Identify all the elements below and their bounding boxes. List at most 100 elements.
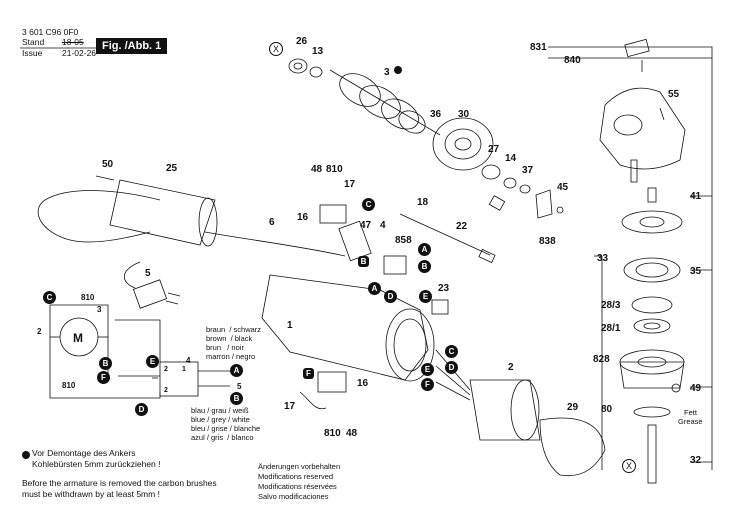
- part-48-top: 48: [311, 164, 323, 175]
- part-18: 18: [417, 197, 429, 208]
- part-810-top: 810: [326, 164, 343, 175]
- callout-d-bottom: D: [445, 361, 458, 374]
- part-16-top: 16: [297, 212, 309, 223]
- document-number: 3 601 C96 0F0: [22, 27, 79, 37]
- part-831: 831: [530, 42, 547, 53]
- wiring-4: 4: [186, 356, 191, 365]
- terminal-2-bottom: 2: [164, 387, 168, 394]
- wiring-810-bottom: 810: [62, 381, 76, 390]
- modifications-fr: Modifications réservées: [258, 482, 337, 491]
- callout-f-bottom: F: [421, 378, 434, 391]
- callout-b-wiring-right: B: [230, 392, 243, 405]
- part-36: 36: [430, 109, 442, 120]
- callout-d-mid: D: [384, 290, 397, 303]
- callout-x-top: X: [269, 42, 283, 56]
- callout-b-wiring: B: [99, 357, 112, 370]
- part-858: 858: [395, 235, 412, 246]
- motor-label: M: [73, 331, 83, 345]
- part-17-top: 17: [344, 179, 356, 190]
- grease-label-de: Fett: [684, 408, 697, 417]
- part-33: 33: [597, 253, 609, 264]
- wire-legend-blue-en: blue / grey / white: [191, 415, 250, 424]
- issue-value: 21-02-26: [62, 48, 97, 58]
- callout-x-bottom: X: [622, 459, 636, 473]
- part-55: 55: [668, 89, 680, 100]
- part-25: 25: [166, 163, 178, 174]
- part-14: 14: [505, 153, 517, 164]
- stand-value: 18-05: [62, 37, 84, 47]
- part-48-bottom: 48: [346, 428, 358, 439]
- wire-legend-blue-fr: bleu / grise / blanche: [191, 424, 261, 433]
- callout-b-top: B: [418, 260, 431, 273]
- part-6: 6: [269, 217, 275, 228]
- part-32: 32: [690, 455, 702, 466]
- stand-label: Stand: [22, 37, 45, 47]
- part-47: 47: [360, 220, 372, 231]
- part-23: 23: [438, 283, 450, 294]
- callout-a-mid: A: [368, 282, 381, 295]
- wiring-3: 3: [97, 305, 102, 314]
- terminal-1: 1: [182, 366, 186, 373]
- wiring-5: 5: [237, 382, 242, 391]
- wire-legend-brown-en: brown / black: [206, 334, 253, 343]
- part-41: 41: [690, 191, 702, 202]
- modifications-de: Änderungen vorbehalten: [258, 462, 341, 471]
- part-80: 80: [601, 404, 613, 415]
- modifications-en: Modifications reserved: [258, 472, 334, 481]
- part-35: 35: [690, 266, 702, 277]
- part-28-1: 28/1: [601, 323, 621, 334]
- wire-legend-brown-fr: brun / noir: [206, 343, 244, 352]
- wire-legend-blue-es: azul / gris / blanco: [191, 433, 254, 442]
- callout-a-top: A: [418, 243, 431, 256]
- bullet-dot-icon: [394, 66, 402, 74]
- part-840: 840: [564, 55, 581, 66]
- callout-d-wiring: D: [135, 403, 148, 416]
- callout-a-wiring: A: [230, 364, 243, 377]
- note-bullet-icon: [22, 451, 30, 459]
- armature: [329, 69, 441, 136]
- part-22: 22: [456, 221, 468, 232]
- callout-f-wiring: F: [97, 371, 110, 384]
- part-838: 838: [539, 236, 556, 247]
- callout-e-bottom: E: [421, 363, 434, 376]
- part-16-bottom: 16: [357, 378, 369, 389]
- part-810-bottom: 810: [324, 428, 341, 439]
- wire-legend-brown-de: braun / schwarz: [206, 325, 262, 334]
- part-45: 45: [557, 182, 569, 193]
- note-de-line1: Vor Demontage des Ankers: [32, 448, 136, 458]
- callout-e-wiring: E: [146, 355, 159, 368]
- wire-legend-brown-es: marron / negro: [206, 352, 256, 361]
- note-de-line2: Kohlebürsten 5mm zurückziehen !: [32, 459, 161, 469]
- part-4: 4: [380, 220, 386, 231]
- figure-label: Fig. /Abb. 1: [96, 38, 168, 54]
- wiring-810-top: 810: [81, 293, 95, 302]
- note-en-line1: Before the armature is removed the carbo…: [22, 478, 217, 488]
- callout-c-bottom: C: [445, 345, 458, 358]
- part-28-3: 28/3: [601, 300, 621, 311]
- part-1: 1: [287, 320, 293, 331]
- terminal-2-top: 2: [164, 366, 168, 373]
- part-3: 3: [384, 67, 390, 78]
- note-en-line2: must be withdrawn by at least 5mm !: [22, 489, 160, 499]
- part-37: 37: [522, 165, 534, 176]
- callout-c-wiring: C: [43, 291, 56, 304]
- grease-label-en: Grease: [678, 417, 703, 426]
- part-50: 50: [102, 159, 114, 170]
- wiring-2: 2: [37, 327, 42, 336]
- part-27: 27: [488, 144, 500, 155]
- modifications-es: Salvo modificaciones: [258, 492, 329, 501]
- part-49: 49: [690, 383, 702, 394]
- part-29: 29: [567, 402, 579, 413]
- part-13: 13: [312, 46, 324, 57]
- part-30: 30: [458, 109, 470, 120]
- callout-e-mid: E: [419, 290, 432, 303]
- part-26: 26: [296, 36, 308, 47]
- part-5: 5: [145, 268, 151, 279]
- part-2: 2: [508, 362, 514, 373]
- issue-label: Issue: [22, 48, 43, 58]
- wire-legend-blue-de: blau / grau / weiß: [191, 406, 249, 415]
- callout-b-square: B: [358, 256, 369, 267]
- part-17-bottom: 17: [284, 401, 296, 412]
- callout-f-square: F: [303, 368, 314, 379]
